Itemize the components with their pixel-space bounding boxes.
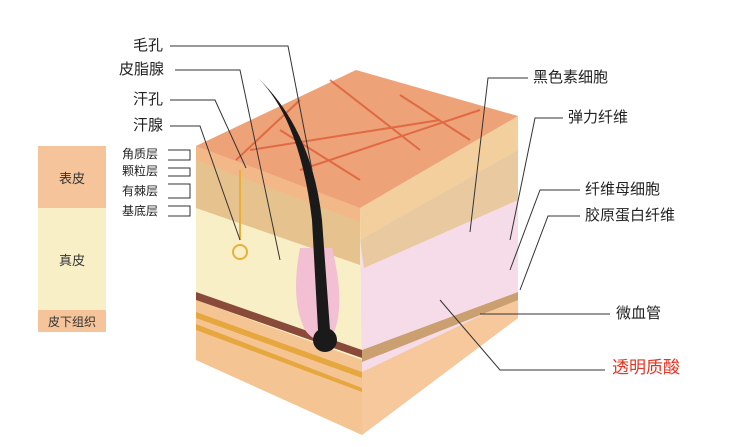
label-sebaceous-gland: 皮脂腺 [119, 60, 165, 78]
legend-subcutaneous-label: 皮下组织 [47, 314, 96, 329]
label-melanocyte: 黑色素细胞 [533, 68, 609, 86]
label-fibroblast: 纤维母细胞 [585, 180, 661, 198]
legend-epidermis-label: 表皮 [58, 171, 85, 187]
legend-dermis: 真皮 [38, 208, 106, 310]
top-face [196, 70, 518, 208]
label-stratum-basale: 基底层 [122, 204, 159, 218]
label-elastic-fiber: 弹力纤维 [568, 108, 629, 126]
label-sweat-pore: 汗孔 [133, 90, 164, 108]
legend-epidermis: 表皮 [38, 146, 106, 208]
right-face [360, 116, 518, 435]
label-capillary: 微血管 [616, 304, 662, 322]
sweat-gland [232, 170, 248, 260]
label-collagen-fiber: 胶原蛋白纤维 [585, 206, 676, 224]
leader-lines [170, 45, 610, 371]
label-stratum-spinosum: 有棘层 [122, 184, 159, 198]
label-hyaluronic-acid: 透明质酸 [612, 358, 680, 378]
legend-subcutaneous: 皮下组织 [38, 310, 106, 332]
legend-dermis-label: 真皮 [58, 253, 85, 269]
label-sweat-gland: 汗腺 [133, 116, 164, 134]
layer-brackets [168, 149, 191, 217]
label-stratum-corneum: 角质层 [122, 147, 159, 161]
label-pore: 毛孔 [133, 36, 164, 54]
label-stratum-granulosum: 颗粒层 [122, 164, 159, 178]
hair [258, 78, 340, 352]
